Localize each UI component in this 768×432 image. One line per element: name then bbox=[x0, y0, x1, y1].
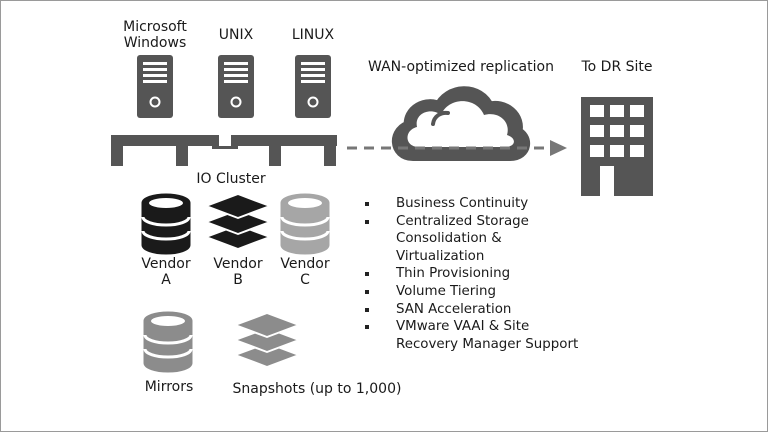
server-linux-label: LINUX bbox=[291, 27, 335, 43]
feature-text: Thin Provisioning bbox=[396, 266, 511, 282]
vendor-c-database-icon bbox=[280, 193, 330, 255]
server-unix-label: UNIX bbox=[218, 27, 254, 43]
mirrors-label: Mirrors bbox=[144, 379, 194, 395]
server-unix-icon bbox=[218, 55, 254, 118]
feature-text: Business Continuity bbox=[396, 196, 529, 211]
building-icon bbox=[581, 97, 653, 196]
server-linux-icon bbox=[295, 55, 331, 118]
mirrors-database-icon bbox=[143, 311, 193, 373]
vendor-b-label: Vendor B bbox=[213, 256, 263, 288]
cloud-icon bbox=[391, 86, 530, 161]
feature-item: Volume Tiering bbox=[365, 283, 578, 301]
feature-item: Thin Provisioning bbox=[365, 265, 578, 283]
vendor-a-label: Vendor A bbox=[141, 256, 191, 288]
snapshots-label: Snapshots (up to 1,000) bbox=[232, 381, 402, 397]
vendor-c-label: Vendor C bbox=[280, 256, 330, 288]
feature-text: Centralized Storage Consolidation & Virt… bbox=[396, 213, 529, 264]
feature-item: VMware VAAI & Site Recovery Manager Supp… bbox=[365, 318, 578, 353]
feature-text: SAN Acceleration bbox=[396, 301, 512, 317]
feature-item: Centralized Storage Consolidation & Virt… bbox=[365, 213, 578, 266]
feature-list: Business Continuity Centralized Storage … bbox=[365, 195, 578, 353]
dr-site-label: To DR Site bbox=[581, 59, 653, 75]
feature-item: SAN Acceleration bbox=[365, 301, 578, 319]
feature-text: VMware VAAI & Site Recovery Manager Supp… bbox=[396, 319, 579, 352]
dashed-arrow-icon bbox=[347, 140, 567, 156]
server-windows-icon bbox=[137, 55, 173, 118]
snapshots-layer-stack-icon bbox=[234, 312, 300, 368]
feature-text: Volume Tiering bbox=[396, 283, 496, 299]
io-cluster-bars bbox=[111, 135, 337, 166]
io-cluster-label: IO Cluster bbox=[196, 171, 266, 187]
replication-label: WAN-optimized replication bbox=[368, 59, 554, 75]
vendor-a-database-icon bbox=[141, 193, 191, 255]
feature-item: Business Continuity bbox=[365, 195, 578, 213]
server-windows-label: Microsoft Windows bbox=[123, 19, 187, 51]
vendor-b-layer-stack-icon bbox=[205, 193, 271, 250]
